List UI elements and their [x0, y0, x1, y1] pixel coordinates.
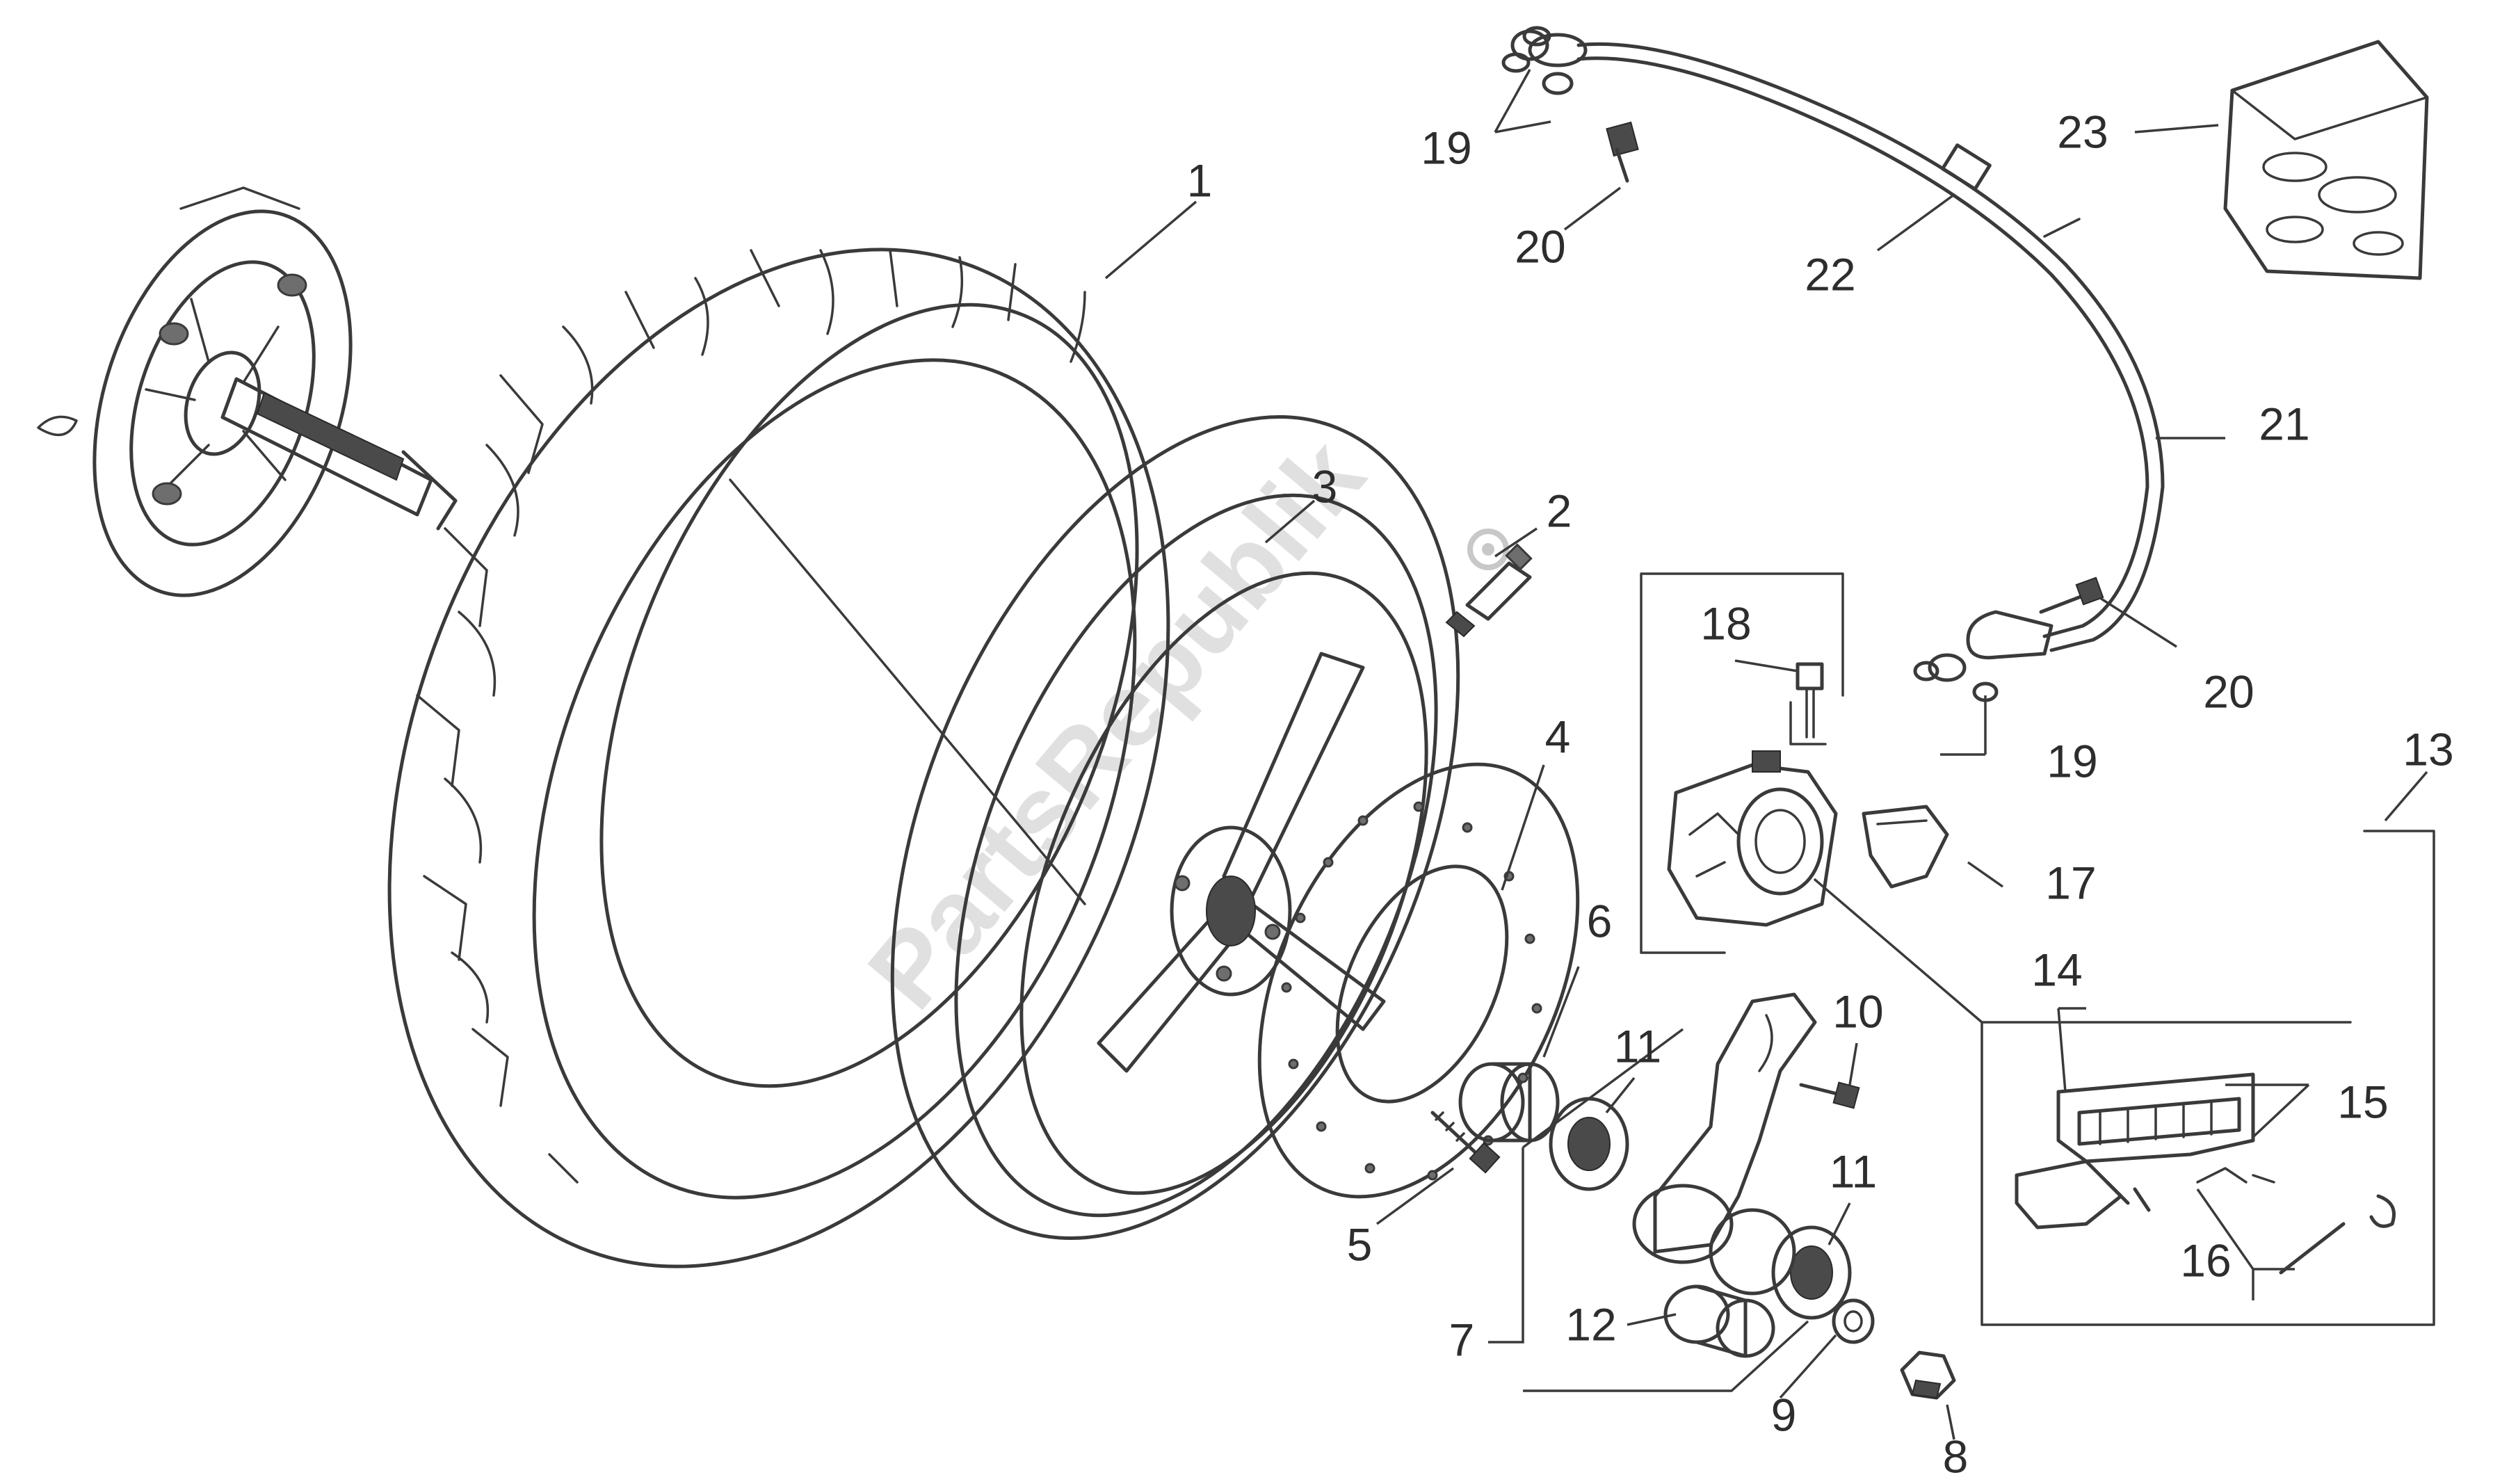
callout-6: 6	[1587, 895, 1613, 946]
tyre-part	[387, 248, 1170, 1268]
callout-12: 12	[1565, 1298, 1616, 1350]
hose-banjo-lower-part	[1928, 610, 2054, 682]
hose-banjo-top-part	[1510, 29, 1588, 67]
callout-10: 10	[1832, 985, 1883, 1037]
callout-21: 21	[2259, 398, 2309, 449]
callout-5: 5	[1347, 1218, 1373, 1270]
bearing-upper-part	[1549, 1097, 1629, 1191]
callout-18: 18	[1700, 597, 1751, 649]
watermark-gear-icon	[1467, 529, 1509, 570]
callout-2: 2	[1547, 485, 1572, 536]
callout-20-top: 20	[1515, 220, 1565, 272]
brake-caliper-part	[1667, 750, 1838, 927]
banjo-bolt-top-part	[1606, 121, 1639, 183]
copper-washer-top-part	[1501, 26, 1574, 95]
caliper-kit-outline	[1640, 572, 2435, 1326]
callout-20-lower: 20	[2203, 666, 2254, 717]
banjo-bolt-lower-part	[2039, 576, 2104, 614]
spacer-part	[1458, 1062, 1560, 1143]
callout-9: 9	[1771, 1389, 1797, 1440]
pad-spring-part	[1862, 805, 1949, 889]
leader-lines	[1104, 69, 2428, 1440]
callout-11-lower: 11	[1830, 1145, 1878, 1197]
callout-13: 13	[2403, 723, 2453, 775]
callout-14: 14	[2031, 944, 2082, 995]
callout-1: 1	[1187, 154, 1213, 206]
callout-8: 8	[1943, 1430, 1969, 1482]
bearing-lower-part	[1771, 1225, 1852, 1320]
callout-11-upper: 11	[1614, 1020, 1662, 1072]
callout-19-top: 19	[1421, 122, 1471, 173]
rear-hub-axle-part	[37, 186, 458, 597]
disc-bolt-part	[1430, 1111, 1501, 1174]
bracket-bolt-part	[1799, 1081, 1860, 1109]
callout-labels: 1 2 3 4 5 6 7 8 9 10 11 11 12 13 14 15 1…	[1187, 106, 2454, 1482]
wheel-rim-part	[890, 415, 1460, 1240]
callout-15: 15	[2337, 1076, 2388, 1127]
callout-19-lower: 19	[2047, 735, 2097, 787]
callout-16: 16	[2180, 1234, 2231, 1286]
callout-17: 17	[2045, 857, 2096, 908]
brake-pads-part	[2015, 1072, 2255, 1229]
brake-hose-part	[1576, 42, 2165, 652]
washer-part	[1832, 1298, 1875, 1344]
pad-pins-part	[2196, 1167, 2396, 1275]
bush-spacer-part	[1663, 1284, 1775, 1358]
bleed-screw-part	[1789, 662, 1827, 745]
callout-7: 7	[1449, 1314, 1475, 1365]
axle-nut-part	[1900, 1350, 1956, 1400]
callout-23: 23	[2057, 106, 2108, 157]
brake-disc-part	[1257, 762, 1580, 1199]
caliper-bracket-part	[1632, 992, 1817, 1296]
callout-4: 4	[1545, 711, 1571, 762]
inner-tube-part	[599, 303, 1139, 1088]
copper-washer-lower-part	[1913, 661, 1999, 702]
callout-3: 3	[1312, 460, 1338, 512]
seal-kit-bag-part	[2223, 40, 2429, 280]
valve-part	[1445, 543, 1533, 638]
callout-22: 22	[1805, 248, 1855, 300]
